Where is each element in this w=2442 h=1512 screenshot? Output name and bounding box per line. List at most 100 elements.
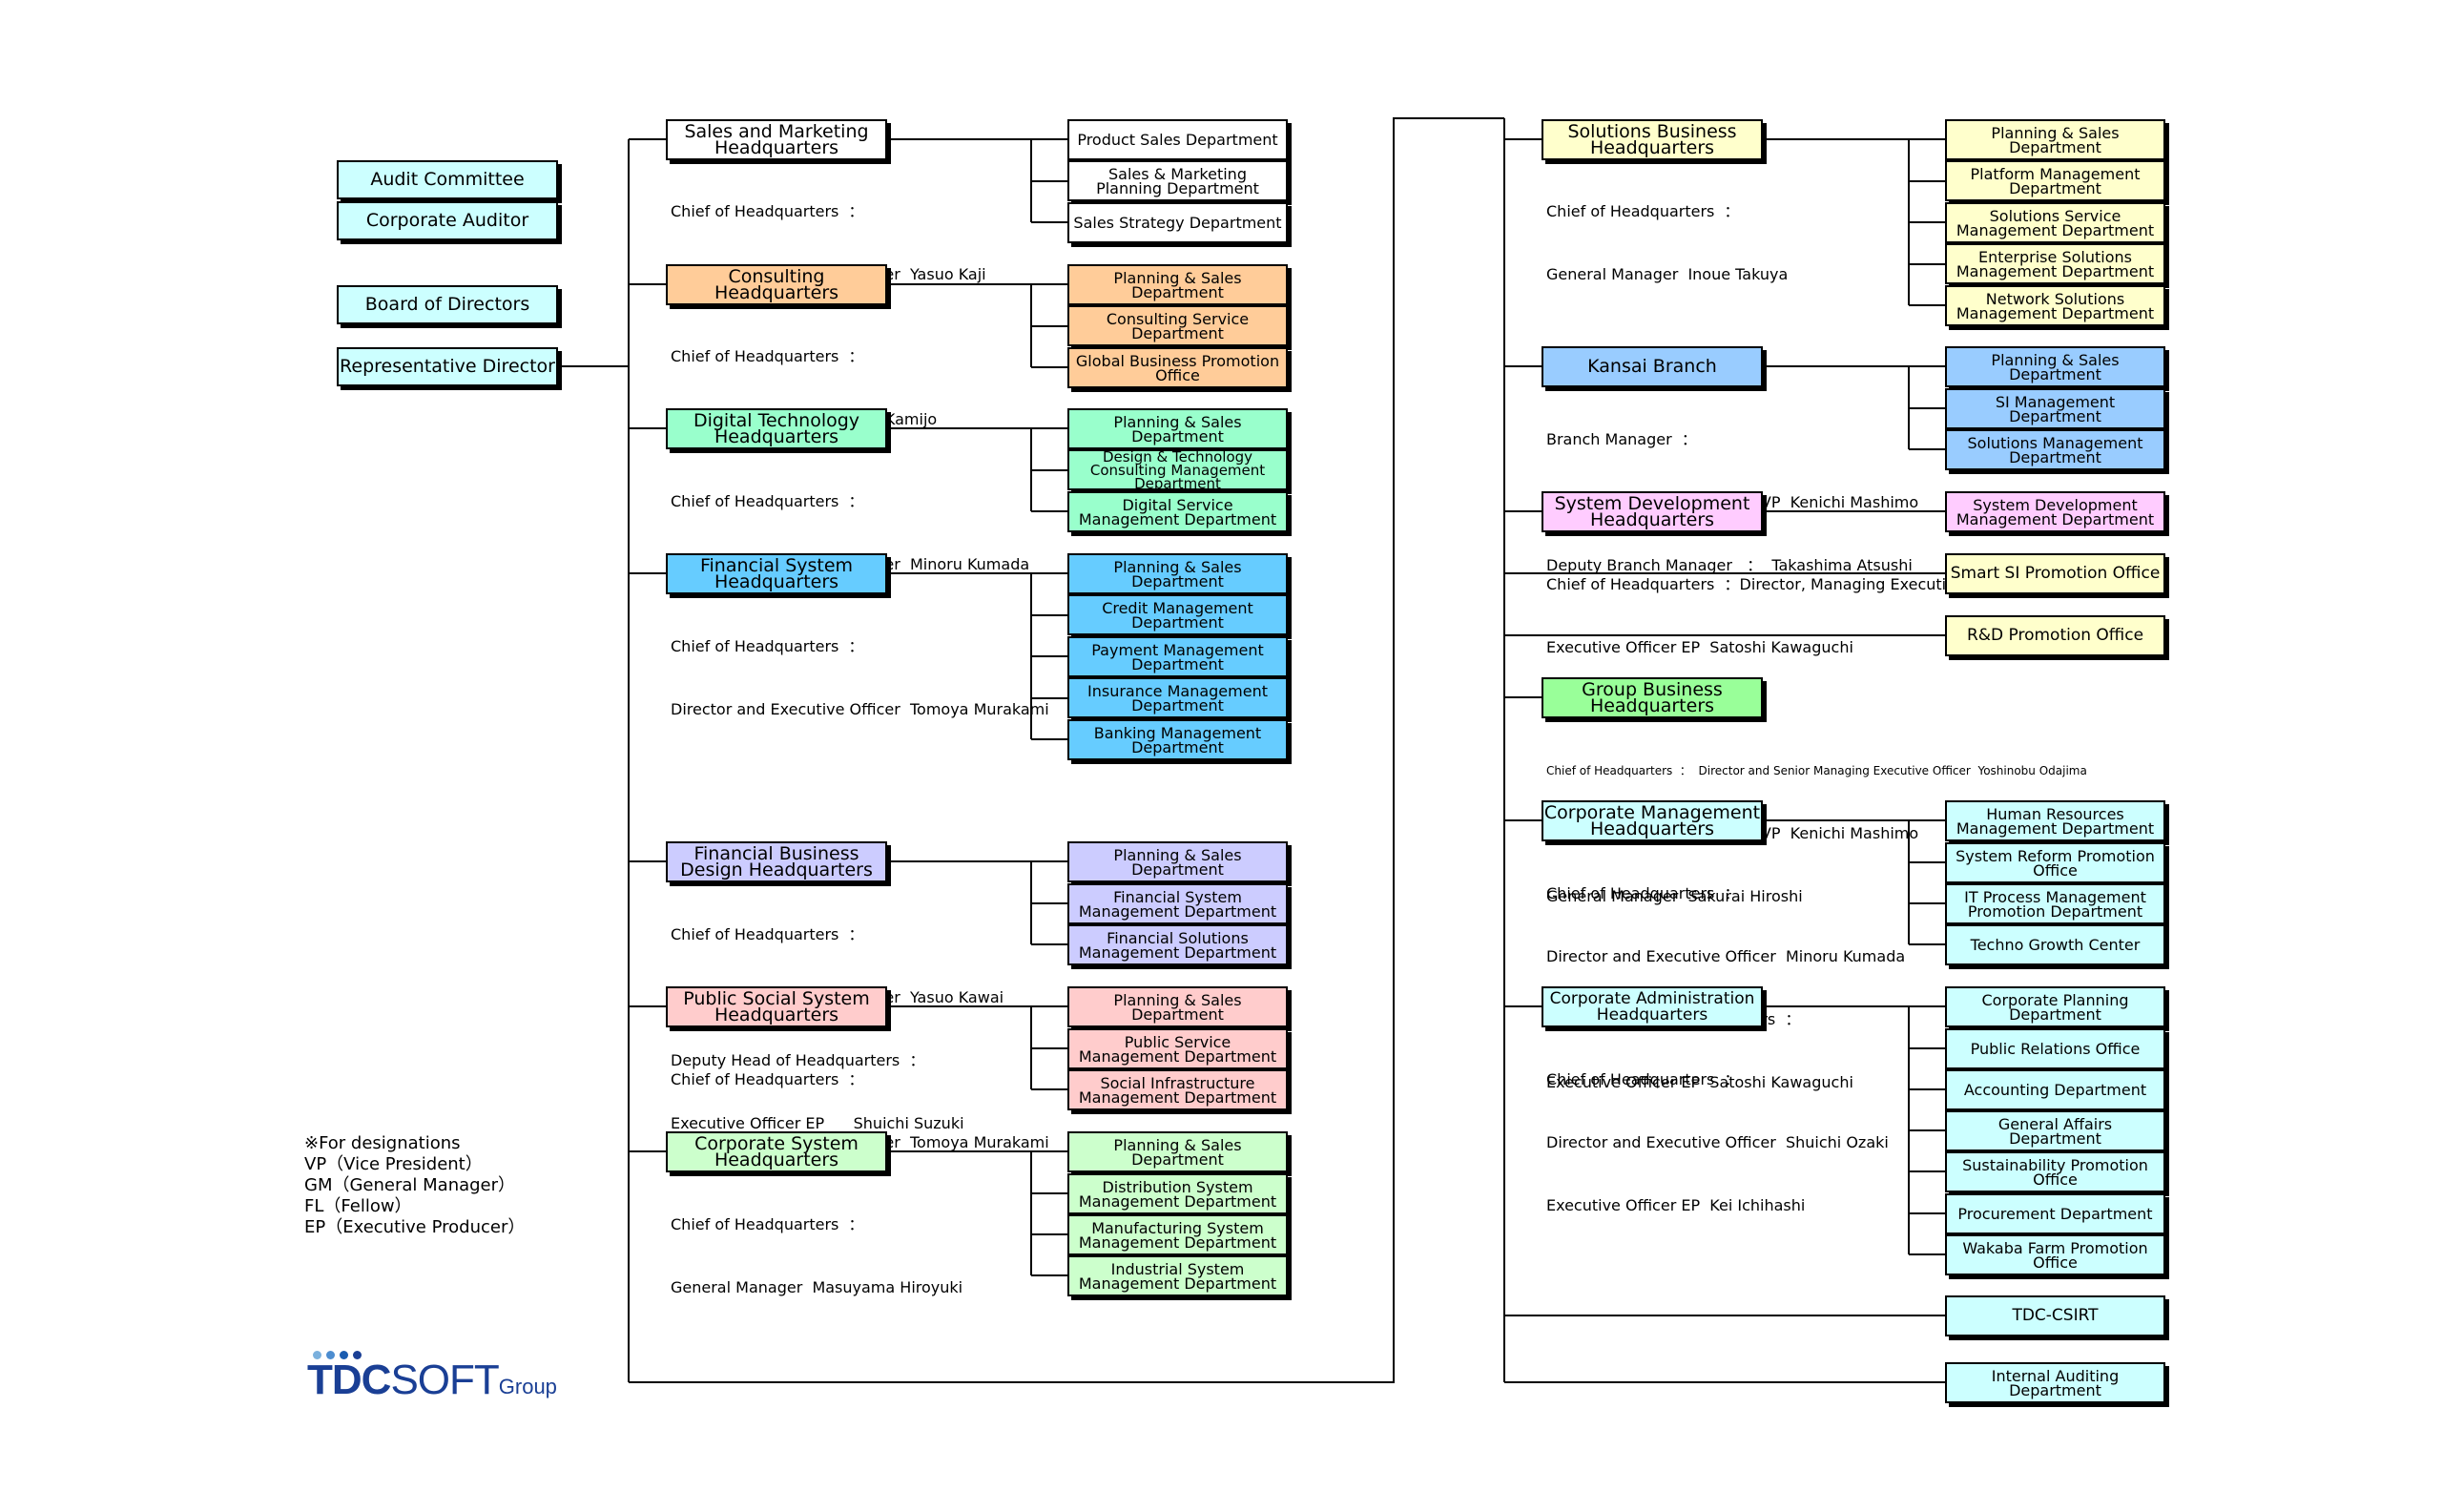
dept-box: Public Service Management Department [1067,1028,1288,1069]
dept-box: Sales & Marketing Planning Department [1067,160,1288,201]
corporate-auditor-box: Corporate Auditor [337,201,558,240]
info-line: Chief of Headquarters ： [1546,1070,1740,1088]
solutions-business-hq-box: Solutions Business Headquarters [1542,119,1763,160]
dept-box: Digital Service Management Department [1067,491,1288,532]
dept-box: Design & Technology Consulting Managemen… [1067,449,1288,490]
dept-box: Solutions Management Department [1945,429,2165,470]
dept-box: Public Relations Office [1945,1028,2165,1069]
dept-box: Sales Strategy Department [1067,202,1288,243]
dept-box: Corporate Planning Department [1945,986,2165,1027]
tdcsoft-group-logo: TDCSOFTGroup [307,1343,574,1403]
legend-line: VP（Vice President） [304,1154,483,1174]
info-line: Chief of Headquarters ： [1546,202,1740,220]
info-line: Deputy Branch Manager ： Takashima Atsush… [1546,556,1913,574]
dept-box: Planning & Sales Department [1067,408,1288,449]
info-line: Executive Officer EP Satoshi Kawaguchi [1546,638,1853,656]
corporate-system-hq-box: Corporate System Headquarters [666,1131,887,1172]
info-line: Chief of Headquarters ： [1546,884,1740,902]
info-line: General Manager Sakurai Hiroshi [1546,887,1803,905]
legend-line: FL（Fellow） [304,1196,412,1216]
dept-box: Financial Solutions Management Departmen… [1067,924,1288,965]
rnd-promotion-office-box: R&D Promotion Office [1945,615,2165,656]
dept-box: IT Process Management Promotion Departme… [1945,883,2165,924]
consulting-hq-box: Consulting Headquarters [666,264,887,305]
dept-box: Social Infrastructure Management Departm… [1067,1069,1288,1110]
legend-title: ※For designations [304,1133,461,1153]
dept-box: Planning & Sales Department [1067,1131,1288,1172]
dept-box: Planning & Sales Department [1067,841,1288,882]
dept-box: Accounting Department [1945,1069,2165,1110]
designations-legend: ※For designations VP（Vice President） GM（… [304,1133,525,1238]
smart-si-promotion-office-box: Smart SI Promotion Office [1945,553,2165,594]
info-line: Chief of Headquarters ： [671,925,864,943]
dept-box: Enterprise Solutions Management Departme… [1945,243,2165,284]
corporate-administration-hq-info: Chief of Headquarters ： Director and Exe… [1546,1027,1889,1237]
dept-box: Credit Management Department [1067,594,1288,635]
logo-wordmark: TDCSOFTGroup [307,1357,557,1404]
info-line: Chief of Headquarters ： [671,347,864,365]
financial-system-hq-info: Chief of Headquarters ： Director and Exe… [671,594,1049,741]
audit-committee-box: Audit Committee [337,160,558,199]
logo-light-text: SOFT [390,1357,499,1403]
dept-box: Wakaba Farm Promotion Office [1945,1234,2165,1275]
dept-box: Insurance Management Department [1067,677,1288,718]
representative-director-box: Representative Director [337,347,558,386]
dept-box: Network Solutions Management Department [1945,285,2165,326]
info-line: Director and Executive Officer Minoru Ku… [1546,947,1906,965]
financial-business-hq-box: Financial Business Design Headquarters [666,841,887,882]
financial-system-hq-box: Financial System Headquarters [666,553,887,594]
dept-box: Sustainability Promotion Office [1945,1151,2165,1192]
info-line: Chief of Headquarters ： [671,1215,864,1233]
corporate-management-hq-box: Corporate Management Headquarters [1542,800,1763,841]
dept-box: System Development Management Department [1945,491,2165,532]
dept-box: Distribution System Management Departmen… [1067,1173,1288,1214]
internal-auditing-box: Internal Auditing Department [1945,1362,2165,1403]
info-line: General Manager Inoue Takuya [1546,265,1789,283]
dept-box: General Affairs Department [1945,1110,2165,1151]
corporate-system-hq-info: Chief of Headquarters ： General Manager … [671,1172,962,1319]
info-line: Director and Executive Officer Shuichi O… [1546,1133,1889,1151]
info-line: Chief of Headquarters ： [671,492,864,510]
dept-box: Manufacturing System Management Departme… [1067,1214,1288,1255]
info-line: Branch Manager ： [1546,430,1697,448]
dept-box: SI Management Department [1945,388,2165,429]
dept-box: Industrial System Management Department [1067,1255,1288,1296]
solutions-business-hq-info: Chief of Headquarters ： General Manager … [1546,159,1788,306]
legend-line: EP（Executive Producer） [304,1217,526,1237]
system-development-hq-box: System Development Headquarters [1542,491,1763,532]
tdc-csirt-box: TDC-CSIRT [1945,1295,2165,1336]
dept-box: Techno Growth Center [1945,924,2165,965]
info-line: Executive Officer EP Shuichi Suzuki [671,1114,964,1132]
dept-box: Product Sales Department [1067,119,1288,160]
info-line: Executive Officer EP Satoshi Kawaguchi [1546,1073,1853,1091]
logo-bold-text: TDC [307,1357,391,1403]
info-line: Deputy Head of Headquarters ： [671,1051,925,1069]
kansai-branch-box: Kansai Branch [1542,346,1763,387]
info-line: Executive Officer EP Kei Ichihashi [1546,1196,1806,1214]
dept-box: Planning & Sales Department [1945,346,2165,387]
dept-box: Planning & Sales Department [1945,119,2165,160]
legend-line: GM（General Manager） [304,1175,516,1195]
info-line: Chief of Headquarters ： [671,202,864,220]
info-line: Chief of Headquarters ： [671,1070,864,1088]
info-line: Director and Executive Officer Tomoya Mu… [671,700,1049,718]
dept-box: Global Business Promotion Office [1067,347,1288,388]
dept-box: Financial System Management Department [1067,883,1288,924]
public-social-hq-box: Public Social System Headquarters [666,986,887,1027]
dept-box: Consulting Service Department [1067,305,1288,346]
dept-box: Payment Management Department [1067,636,1288,677]
dept-box: Solutions Service Management Department [1945,202,2165,243]
info-line: General Manager Masuyama Hiroyuki [671,1278,963,1296]
dept-box: Procurement Department [1945,1193,2165,1234]
info-line: Chief of Headquarters ： [671,637,864,655]
corporate-administration-hq-box: Corporate Administration Headquarters [1542,986,1763,1027]
dept-box: Human Resources Management Department [1945,800,2165,841]
digital-technology-hq-box: Digital Technology Headquarters [666,408,887,449]
dept-box: Platform Management Department [1945,160,2165,201]
group-business-hq-box: Group Business Headquarters [1542,677,1763,718]
dept-box: Banking Management Department [1067,719,1288,760]
info-line: Chief of Headquarters ： Director and Sen… [1546,764,2087,777]
dept-box: System Reform Promotion Office [1945,842,2165,883]
dept-box: Planning & Sales Department [1067,264,1288,305]
